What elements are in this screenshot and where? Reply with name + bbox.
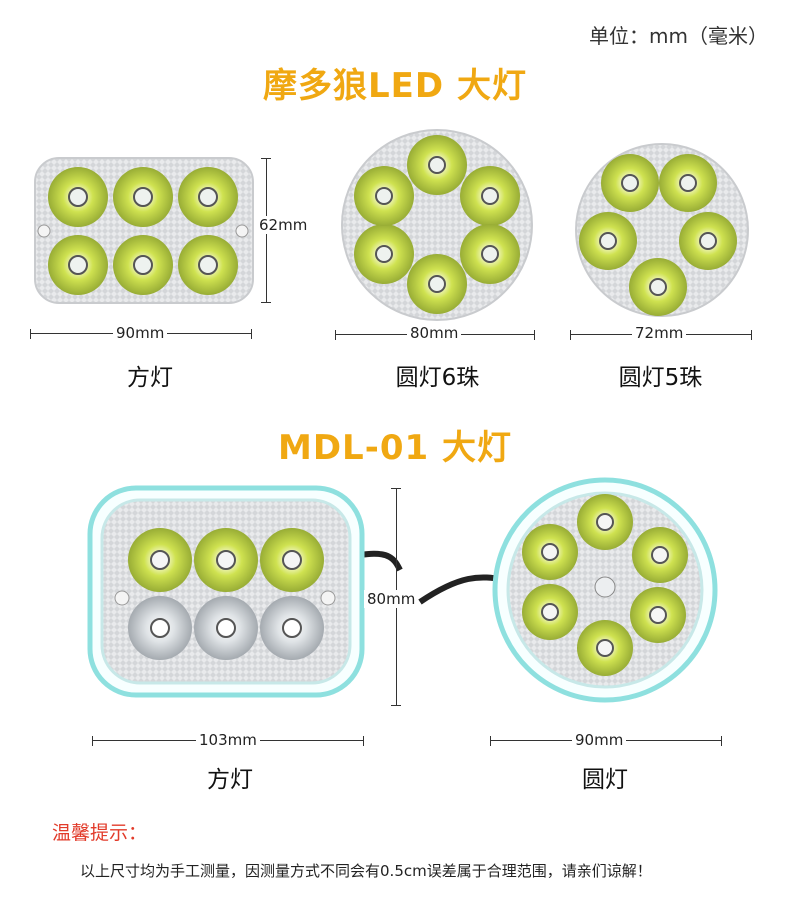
width-dim-2: 80mm <box>407 324 462 342</box>
height-dim-mdl: 80mm <box>364 590 419 608</box>
label-square-light: 方灯 <box>127 365 173 391</box>
width-dim-mdl-square: 103mm <box>196 731 260 749</box>
tip-text: 以上尺寸均为手工测量，因测量方式不同会有0.5cm误差属于合理范围，请亲们谅解！ <box>80 862 652 880</box>
section2-title: MDL-01 大灯 <box>278 428 512 468</box>
round-6-light-image <box>341 129 533 321</box>
unit-label: 单位：mm（毫米） <box>589 24 768 48</box>
square-light-image-1 <box>34 157 254 304</box>
section1-title: 摩多狼LED 大灯 <box>263 66 527 106</box>
label-round-5-light: 圆灯5珠 <box>618 365 703 391</box>
round-5-light-image <box>575 143 749 317</box>
width-dim-1: 90mm <box>113 324 168 342</box>
tip-title: 温馨提示： <box>52 822 148 844</box>
label-mdl-round-light: 圆灯 <box>582 767 628 793</box>
height-dim-1: 62mm <box>256 216 311 234</box>
label-mdl-square-light: 方灯 <box>207 767 253 793</box>
width-dim-3: 72mm <box>632 324 687 342</box>
width-dim-mdl-round: 90mm <box>572 731 627 749</box>
mdl-round-light-image <box>418 477 718 703</box>
mdl-square-light-image <box>87 485 403 698</box>
label-round-6-light: 圆灯6珠 <box>395 365 480 391</box>
